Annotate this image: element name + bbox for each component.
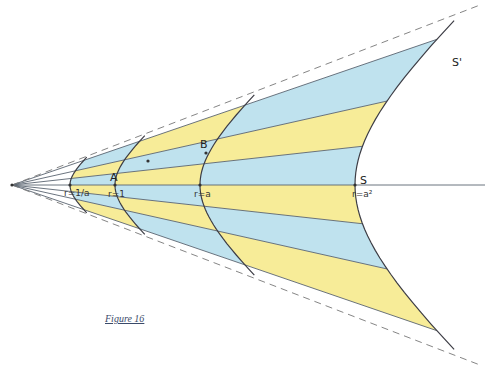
circle-curve bbox=[70, 157, 87, 213]
point-label: B bbox=[200, 139, 208, 150]
radius-label: r=a² bbox=[352, 190, 372, 199]
point-label: A bbox=[110, 172, 118, 183]
radius-label: r=1 bbox=[108, 190, 125, 199]
tile bbox=[200, 185, 362, 224]
tile bbox=[115, 185, 204, 206]
ray-line bbox=[12, 185, 485, 186]
circle-curve bbox=[115, 136, 145, 235]
point-dot bbox=[10, 183, 13, 186]
radius-label: r=1/a bbox=[64, 189, 90, 198]
tile bbox=[218, 39, 437, 139]
ray-line bbox=[12, 39, 437, 185]
point-dot bbox=[204, 151, 207, 154]
circle-curve bbox=[355, 21, 454, 350]
circle-curve bbox=[200, 95, 254, 275]
point-label: S bbox=[360, 175, 367, 186]
ray-line bbox=[12, 185, 437, 331]
point-dot bbox=[68, 183, 71, 186]
ray-line bbox=[12, 101, 387, 185]
ray-line bbox=[12, 185, 362, 224]
radius-label: r=a bbox=[194, 190, 211, 199]
point-dot bbox=[198, 183, 201, 186]
asymptote-line bbox=[12, 185, 480, 365]
point-dot bbox=[146, 159, 149, 162]
asymptote-line bbox=[12, 5, 480, 185]
figure-caption: Figure 16 bbox=[105, 314, 144, 324]
ray-line bbox=[12, 146, 362, 185]
point-dot bbox=[353, 183, 356, 186]
point-label: S' bbox=[452, 57, 462, 68]
point-dot bbox=[113, 183, 116, 186]
ray-line bbox=[12, 185, 387, 269]
